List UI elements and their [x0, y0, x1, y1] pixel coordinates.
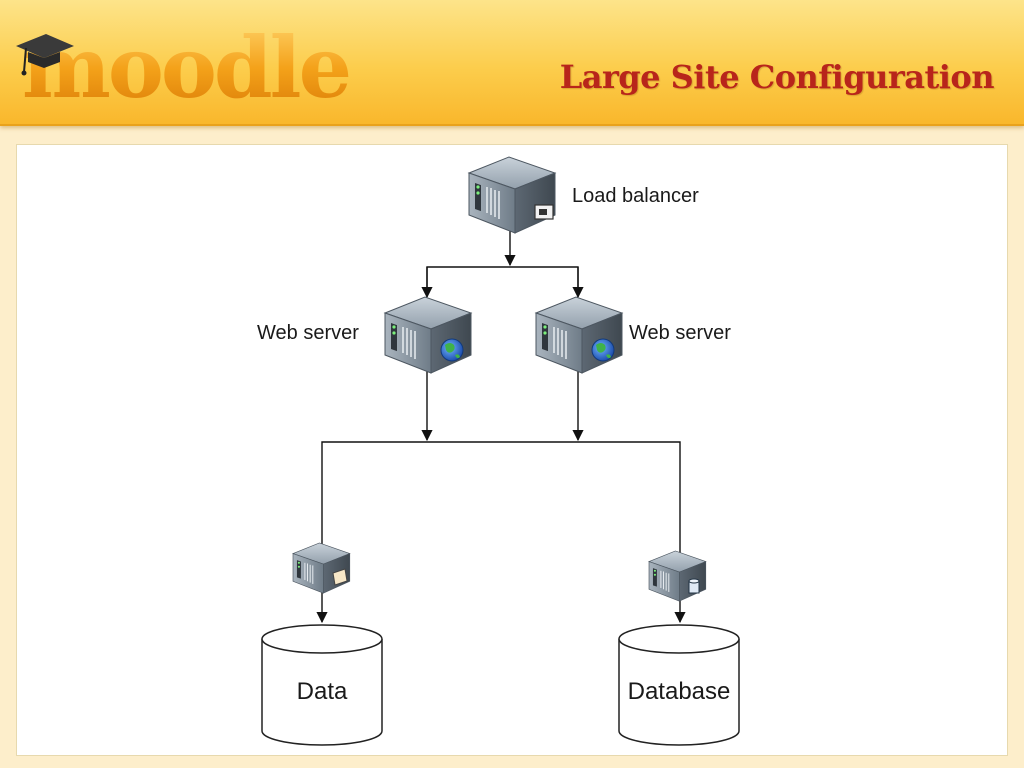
document-icon — [332, 568, 348, 586]
file-server-node — [292, 542, 351, 594]
database-icon — [688, 578, 700, 594]
server-icon — [535, 296, 623, 374]
database-server-node — [648, 550, 707, 602]
slide-header: moodle Large Site Configuration — [0, 0, 1024, 126]
data-storage-cylinder: Data — [261, 624, 383, 746]
server-icon — [292, 542, 351, 594]
connector-plug-icon — [534, 204, 554, 220]
server-icon — [648, 550, 707, 602]
web-server-left-node: Web server — [257, 296, 472, 374]
web-server-left-label: Web server — [257, 322, 359, 344]
database-storage-cylinder: Database — [618, 624, 740, 746]
server-icon — [384, 296, 472, 374]
globe-icon — [591, 338, 615, 362]
web-server-right-node: Web server — [535, 296, 731, 374]
graduation-cap-icon — [16, 34, 74, 76]
server-icon — [468, 156, 556, 234]
web-server-right-label: Web server — [629, 322, 731, 344]
globe-icon — [440, 338, 464, 362]
architecture-diagram: Load balancer Web server Web server — [257, 156, 740, 746]
logo-text: moodle — [22, 18, 352, 117]
connector-lines — [316, 227, 686, 624]
data-label: Data — [297, 678, 348, 705]
slide-title: Large Site Configuration — [559, 58, 995, 96]
load-balancer-node: Load balancer — [468, 156, 699, 234]
load-balancer-label: Load balancer — [572, 185, 699, 207]
diagram-panel: Load balancer Web server Web server — [16, 144, 1008, 756]
database-label: Database — [628, 678, 731, 705]
moodle-logo: moodle — [8, 14, 352, 117]
